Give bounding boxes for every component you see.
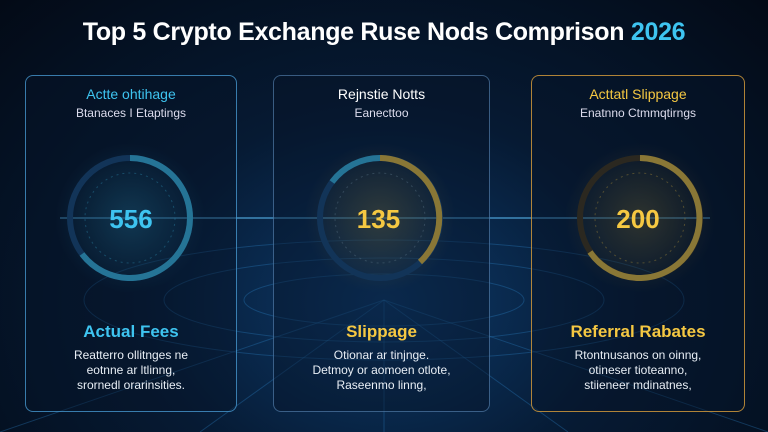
footer-title: Referral Rabates xyxy=(570,322,706,341)
panel-actual-fees: Actte ohtihage Btanaces I Etaptings 556 … xyxy=(25,75,237,412)
panel-heading: Actte ohtihage xyxy=(86,86,176,102)
panel-referral-rebates: Acttatl Slippage Enatnno Ctmmqtirngs 200… xyxy=(531,75,745,412)
gauge-3 xyxy=(565,143,715,293)
footer-title: Slippage xyxy=(346,322,417,341)
panel-subheading: Enatnno Ctmmqtirngs xyxy=(579,106,697,120)
footer-description: Rtontnusanos on oinng,otineser tioteanno… xyxy=(574,348,702,392)
panel-heading: Rejnstie Notts xyxy=(337,86,426,102)
gauge-2 xyxy=(305,143,455,293)
page-title: Top 5 Crypto Exchange Ruse Nods Compriso… xyxy=(82,18,686,46)
panel-heading: Acttatl Slippage xyxy=(589,86,687,102)
panel-subheading: Eanecttoo xyxy=(354,106,409,120)
panel-subheading: Btanaces I Etaptings xyxy=(75,106,187,120)
panel-slippage: Rejnstie Notts Eanecttoo 135 Slippage Ot… xyxy=(273,75,490,412)
footer-title: Actual Fees xyxy=(83,322,179,341)
gauge-value: 200 xyxy=(616,204,660,234)
gauge-value: 556 xyxy=(109,204,153,234)
gauge-1 xyxy=(55,143,205,293)
gauge-value: 135 xyxy=(356,204,401,234)
footer-description: Otionar ar tinjnge.Detmoy or aomoen otlo… xyxy=(312,348,451,392)
